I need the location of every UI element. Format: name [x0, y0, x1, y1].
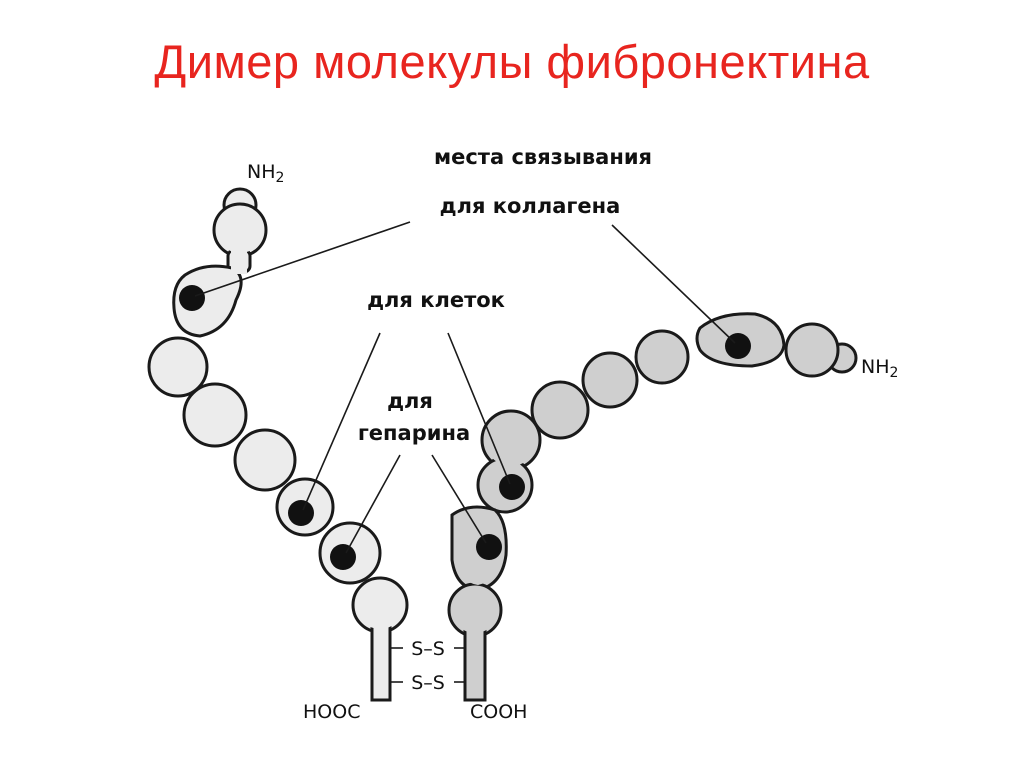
leader-collagen-right — [611, 224, 736, 344]
leader-cells-right — [447, 332, 511, 485]
label-heparin-line1: для — [387, 389, 433, 413]
label-cells: для клеток — [367, 288, 505, 312]
nh2-right: NH2 — [861, 356, 898, 381]
leader-collagen-left — [194, 221, 411, 297]
label-collagen: для коллагена — [440, 194, 621, 218]
disulfide-top: S–S — [411, 638, 445, 660]
binding-site-heparin-left — [330, 544, 356, 570]
hooc-terminus: HOOC — [303, 701, 360, 723]
label-heparin-line2: гепарина — [358, 421, 470, 445]
disulfide-bridges — [390, 647, 465, 683]
binding-site-cells-left — [288, 500, 314, 526]
leader-lines — [194, 221, 736, 554]
binding-site-heparin-right — [476, 534, 502, 560]
disulfide-bottom: S–S — [411, 672, 445, 694]
leader-heparin-right — [431, 454, 487, 544]
binding-site-cells-right — [499, 474, 525, 500]
cooh-terminus: COOH — [470, 701, 527, 723]
leader-cells-left — [302, 332, 381, 511]
label-binding-sites: места связывания — [434, 145, 652, 169]
nh2-left: NH2 — [247, 161, 284, 186]
leader-heparin-left — [345, 454, 401, 554]
slide-title: Димер молекулы фибронектина — [154, 35, 870, 88]
binding-site-collagen-left — [179, 285, 205, 311]
